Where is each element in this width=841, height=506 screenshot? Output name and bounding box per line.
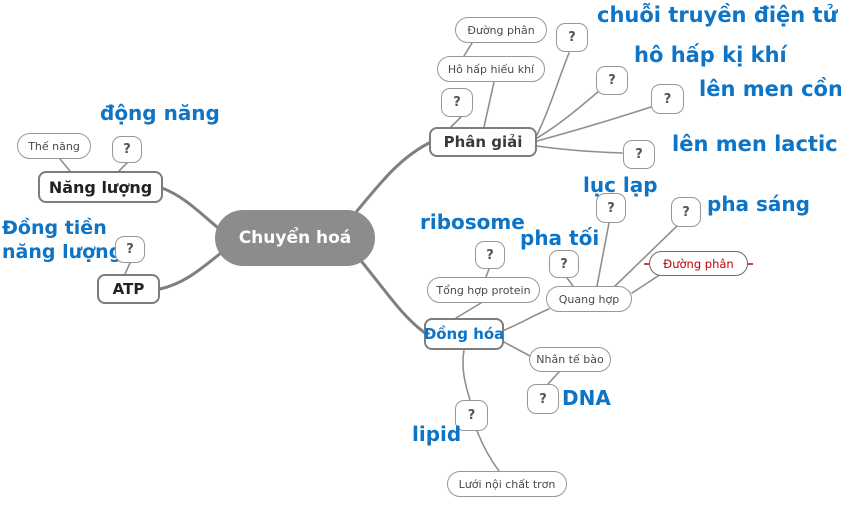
- answer-lipid: lipid: [412, 422, 462, 446]
- connector-center-energy: [160, 186, 219, 229]
- bubble-glycolysis-wrong: Đường phân: [649, 251, 748, 276]
- answer-chloroplast: lục lạp: [583, 173, 658, 197]
- answer-ribosome: ribosome: [420, 210, 525, 234]
- question-bubble-lactic: ?: [623, 140, 655, 169]
- connector-center-anabolism: [360, 260, 427, 335]
- question-bubble-dna: ?: [527, 384, 559, 414]
- answer-alcohol-fermentation: lên men cồn: [699, 77, 841, 101]
- connector-catabolism-etc: [536, 52, 570, 136]
- answer-energy-currency: Đồng tiền năng lượng: [2, 217, 123, 263]
- bubble-glycolysis: Đường phân: [455, 17, 547, 43]
- question-bubble-lipid: ?: [455, 400, 488, 431]
- question-bubble-kinetic: ?: [112, 136, 142, 163]
- tail-darkphase-question: [566, 277, 574, 287]
- answer-anaerobic-respiration: hô hấp kị khí: [634, 43, 787, 67]
- tail-protein-question: [485, 268, 490, 278]
- tail-potential-energy: [59, 158, 71, 172]
- question-bubble-dark-phase: ?: [549, 250, 579, 278]
- connector-anabolism-nucleus: [501, 340, 531, 357]
- answer-dark-phase: pha tối: [520, 226, 600, 250]
- connector-center-atp: [158, 251, 223, 291]
- node-catabolism: Phân giải: [429, 127, 537, 157]
- question-bubble-ribosome: ?: [475, 241, 505, 269]
- node-energy: Năng lượng: [38, 171, 163, 203]
- connector-anabolism-photosynthesis: [501, 308, 550, 332]
- bubble-photosynthesis: Quang hợp: [546, 286, 632, 312]
- answer-light-phase: pha sáng: [707, 192, 810, 216]
- question-bubble-anaerobic: ?: [596, 66, 628, 95]
- tail-aerobic: [483, 81, 495, 128]
- question-bubble-light-phase: ?: [671, 197, 701, 227]
- connector-anabolism-lipid: [462, 349, 471, 401]
- connector-photo-wrong: [631, 273, 662, 294]
- answer-lactic-fermentation: lên men lactic: [672, 132, 838, 156]
- tail-atp-question: [124, 262, 131, 275]
- connector-catabolism-anaerobic: [536, 90, 600, 139]
- tail-energy-question: [118, 162, 128, 172]
- node-atp: ATP: [97, 274, 160, 304]
- bubble-aerobic-respiration: Hô hấp hiếu khí: [437, 56, 545, 82]
- connector-center-catabolism: [355, 141, 431, 213]
- connector-photo-lightphase: [612, 224, 679, 289]
- bubble-nucleus: Nhân tế bào: [529, 347, 611, 372]
- connector-catabolism-lactic: [536, 145, 623, 154]
- bubble-smooth-er: Lưới nội chất trơn: [447, 471, 567, 497]
- tail-glycolysis: [463, 42, 473, 57]
- tail-nucleus-question: [547, 371, 560, 385]
- bubble-protein-synthesis: Tổng hợp protein: [427, 277, 540, 303]
- node-anabolism: Đồng hóa: [424, 318, 504, 350]
- question-bubble-alcohol: ?: [651, 84, 684, 114]
- question-bubble-atp: ?: [115, 236, 145, 263]
- connector-photo-chloroplast: [596, 222, 610, 287]
- answer-dna: DNA: [562, 386, 611, 410]
- answer-electron-transport-chain: chuỗi truyền điện tử: [597, 3, 838, 27]
- tail-protein: [455, 302, 482, 319]
- answer-kinetic-energy: động năng: [100, 101, 220, 125]
- central-node: Chuyển hoá: [215, 210, 375, 266]
- question-bubble-chloroplast: ?: [596, 193, 626, 223]
- tail-aerobic-question: [450, 116, 462, 128]
- question-bubble-aerobic: ?: [441, 88, 473, 117]
- bubble-potential-energy: Thế năng: [17, 133, 91, 159]
- question-bubble-etc: ?: [556, 23, 588, 52]
- connector-catabolism-alcohol: [536, 106, 652, 142]
- connector-lipid-er: [476, 430, 500, 472]
